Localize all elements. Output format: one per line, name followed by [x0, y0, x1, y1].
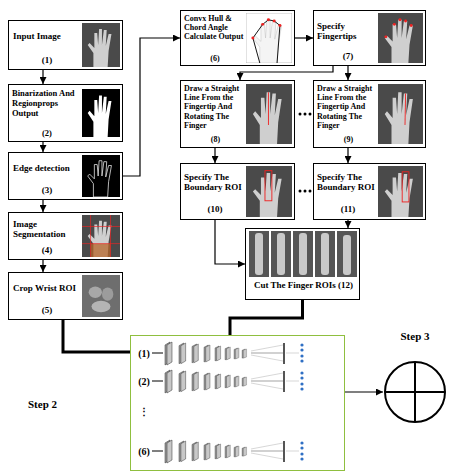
- connector: [63, 320, 130, 352]
- step-label: Convx Hull & Chord Angle Calculate Outpu…: [184, 14, 246, 42]
- step-label: Draw a Straight Line From the Fingertip …: [317, 84, 380, 130]
- connector: [347, 220, 348, 228]
- process-box: Input Image (1): [8, 20, 123, 70]
- step-label: Specify Fingertips: [317, 21, 379, 42]
- step-number: (6): [184, 54, 246, 63]
- step-number: (2): [133, 376, 155, 388]
- process-box: Specify The Boundary ROI (11): [313, 163, 426, 220]
- step-number: (4): [13, 245, 81, 255]
- process-box: Binarization And Regionprops Output (2): [8, 84, 123, 142]
- step-label: Crop Wrist ROI: [13, 283, 81, 293]
- connector: [345, 391, 383, 392]
- cnn-group: (1) (2) ⋮ (6): [130, 335, 345, 471]
- connector: [42, 70, 43, 84]
- connector: [42, 142, 43, 152]
- step-number: (2): [12, 129, 82, 139]
- step-label: Cut The Finger ROIs (12): [248, 280, 359, 290]
- step-label: Binarization And Regionprops Output: [12, 89, 82, 118]
- step-number: (8): [184, 135, 247, 144]
- step-number: (1): [133, 348, 155, 360]
- connector: [295, 37, 313, 38]
- connector: [215, 220, 245, 264]
- process-box: Edge detection (3): [8, 152, 123, 200]
- step-label: Edge detection: [13, 163, 81, 173]
- connector: [42, 200, 43, 212]
- step-label: Step 2: [28, 398, 57, 410]
- step-number: (9): [317, 135, 380, 144]
- step-label: Specify The Boundary ROI: [317, 172, 379, 193]
- process-box: Crop Wrist ROI (5): [8, 272, 123, 320]
- step-number: (3): [13, 185, 81, 195]
- step-number: (6): [133, 446, 155, 458]
- connector: [214, 148, 215, 163]
- process-box: Specify Fingertips (7): [313, 10, 426, 66]
- process-box: Draw a Straight Line From the Fingertip …: [313, 80, 426, 148]
- connector: [42, 260, 43, 272]
- step-number: (1): [13, 55, 81, 65]
- step-number: ⋮: [133, 406, 155, 418]
- process-box: Convx Hull & Chord Angle Calculate Outpu…: [180, 10, 295, 66]
- process-box: Image Segmentation (4): [8, 212, 123, 260]
- connector: [347, 66, 348, 80]
- step-label: Specify The Boundary ROI: [184, 172, 246, 193]
- step-number: (7): [317, 51, 379, 61]
- connector: [230, 300, 303, 335]
- step-label: Image Segmentation: [13, 219, 81, 240]
- connector: [240, 66, 333, 80]
- step-heading: Step 3: [383, 330, 447, 343]
- connector: [123, 38, 180, 176]
- step-number: (10): [184, 204, 246, 214]
- connector: [347, 148, 348, 163]
- sum-symbol: [383, 360, 447, 424]
- step-number: (5): [13, 305, 81, 315]
- step-label: Input Image: [13, 31, 81, 41]
- process-box: Draw a Straight Line From the Fingertip …: [180, 80, 295, 148]
- process-box: Specify The Boundary ROI (10): [180, 163, 295, 220]
- process-box: Cut The Finger ROIs (12): [245, 228, 360, 300]
- step-label: Draw a Straight Line From the Fingertip …: [184, 84, 247, 130]
- sum-circle: Step 3: [383, 330, 447, 426]
- step-number: (11): [317, 204, 379, 214]
